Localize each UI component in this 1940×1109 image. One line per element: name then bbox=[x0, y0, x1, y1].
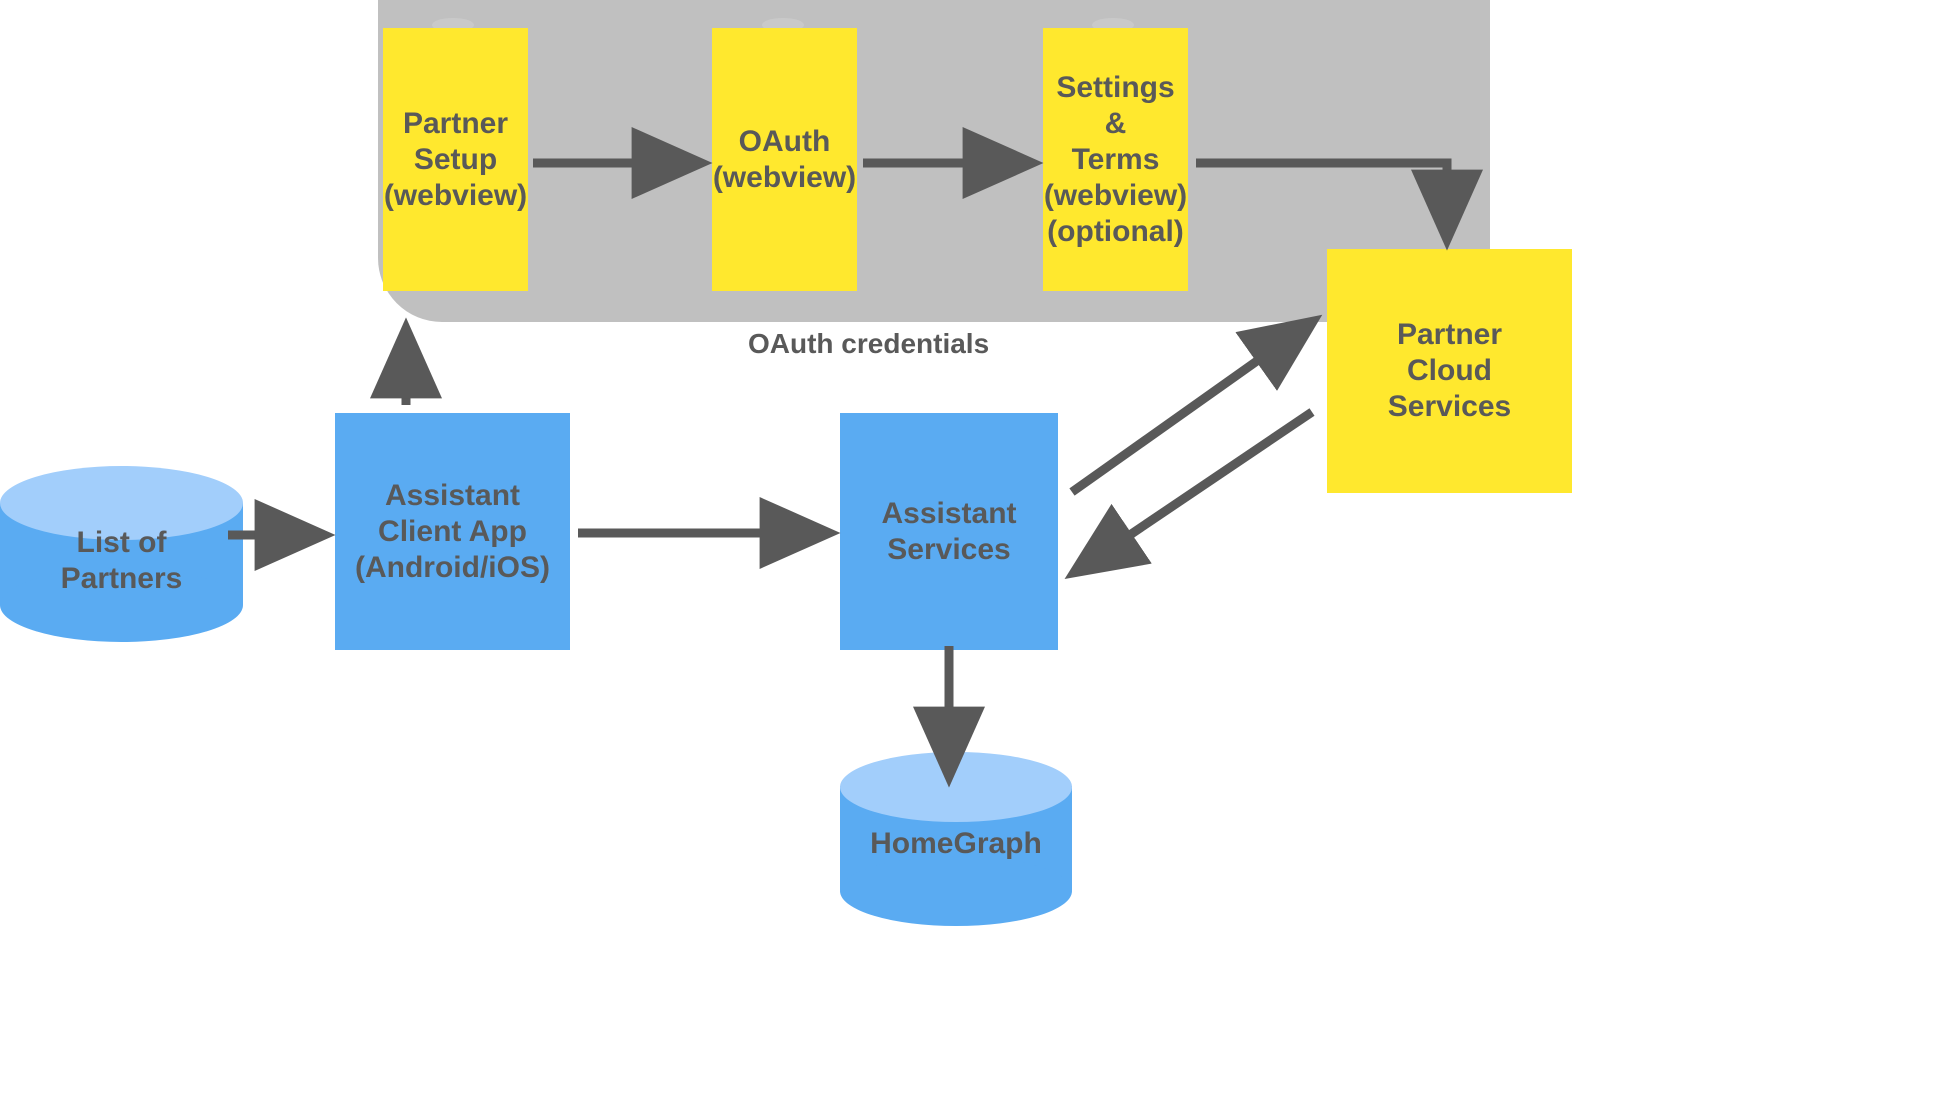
node-assistant-client-app-label: Assistant Client App (Android/iOS) bbox=[355, 478, 550, 584]
cylinder-bottom bbox=[840, 856, 1072, 926]
node-list-of-partners-label: List of Partners bbox=[60, 526, 183, 595]
node-partner-setup-label: Partner Setup (webview) bbox=[383, 106, 528, 212]
node-oauth-label: OAuth (webview) bbox=[712, 124, 857, 194]
edge-label-oauth-credentials: OAuth credentials bbox=[748, 328, 990, 359]
node-settings-terms-label: Settings & Terms (webview) (optional) bbox=[1043, 70, 1188, 248]
node-homegraph[interactable]: HomeGraph bbox=[840, 752, 1072, 932]
cylinder-top-ellipse bbox=[840, 752, 1072, 822]
phone-device-shell bbox=[378, 0, 1490, 322]
node-list-of-partners[interactable]: List of Partners bbox=[0, 466, 243, 642]
node-settings-terms[interactable]: Settings & Terms (webview) (optional) bbox=[1043, 28, 1188, 291]
edge-partner-cloud-to-assistant-services bbox=[1064, 408, 1315, 580]
cylinder-top-ellipse bbox=[0, 466, 243, 540]
edge-assistant-services-to-partner-cloud bbox=[1069, 314, 1323, 496]
node-partner-setup[interactable]: Partner Setup (webview) bbox=[383, 28, 528, 291]
node-oauth[interactable]: OAuth (webview) bbox=[712, 28, 857, 291]
node-assistant-services-label: Assistant Services bbox=[881, 496, 1017, 566]
node-partner-cloud-services[interactable]: Partner Cloud Services bbox=[1327, 249, 1572, 493]
node-partner-cloud-services-label: Partner Cloud Services bbox=[1387, 318, 1512, 423]
node-assistant-services[interactable]: Assistant Services bbox=[840, 413, 1058, 650]
cylinder-bottom bbox=[0, 568, 243, 642]
node-assistant-client-app[interactable]: Assistant Client App (Android/iOS) bbox=[335, 413, 570, 650]
node-homegraph-label: HomeGraph bbox=[870, 827, 1042, 860]
